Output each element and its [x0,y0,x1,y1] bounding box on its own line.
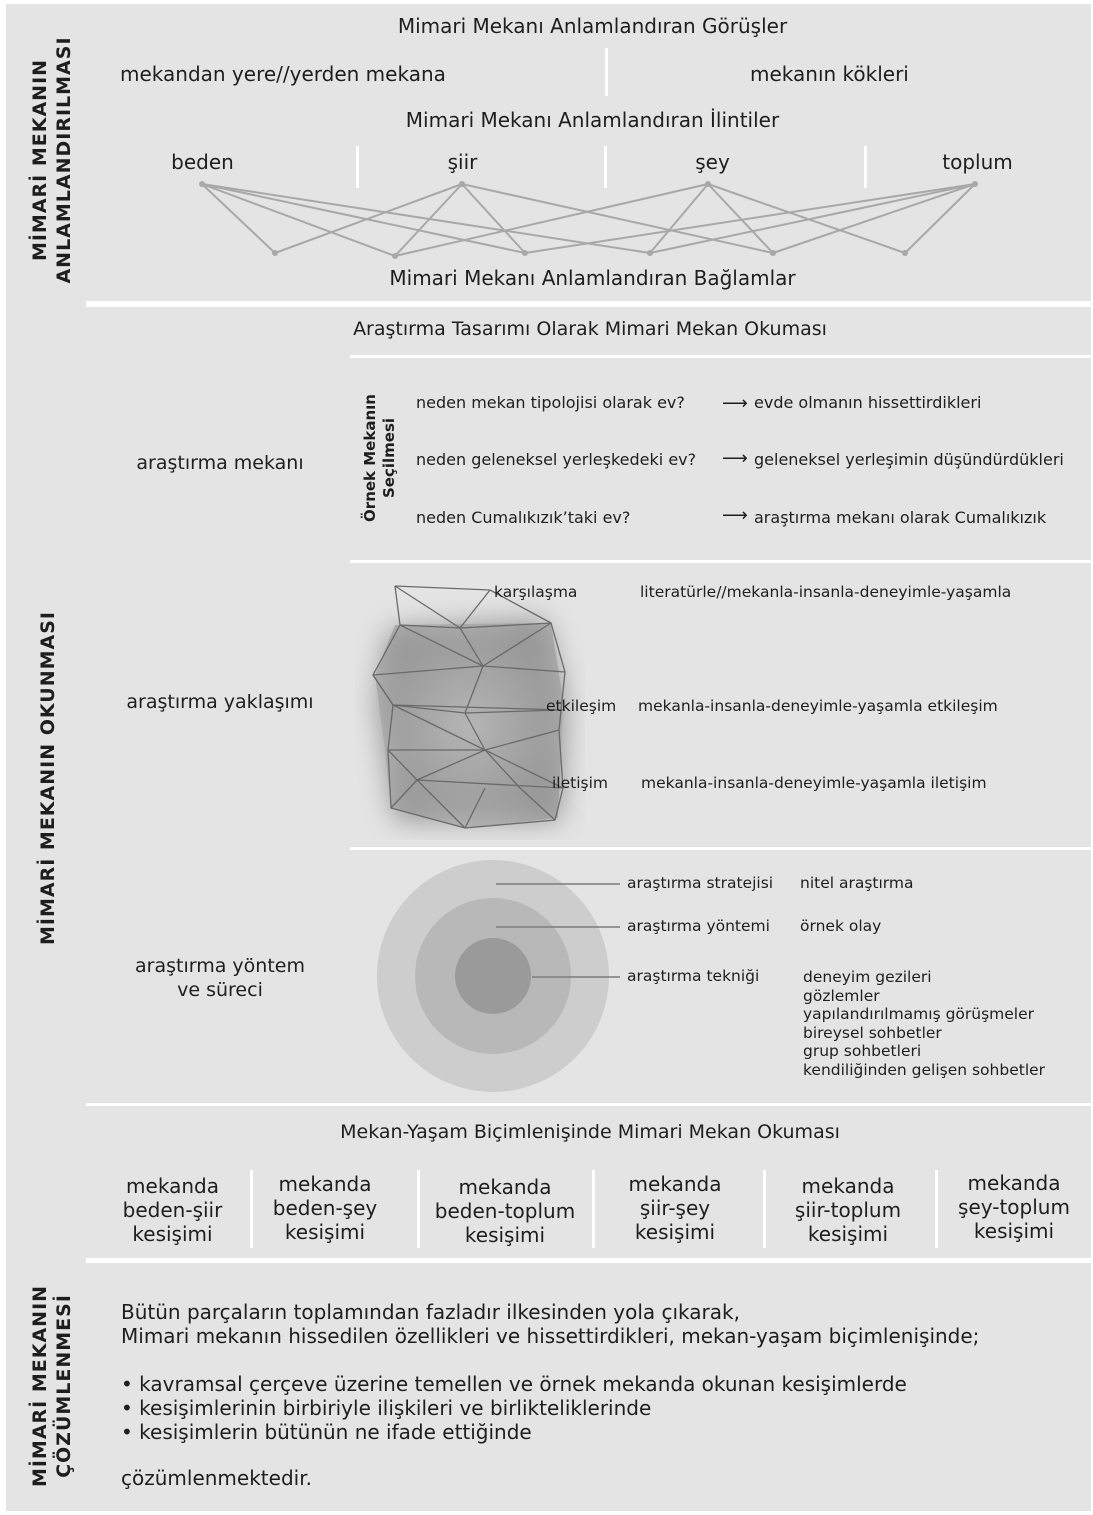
place-answer-3: araştırma mekanı olarak Cumalıkızık [754,508,1047,527]
solution-line-2: Mimari mekanın hissedilen özellikleri ve… [121,1324,980,1348]
divider-after-method [86,1103,1091,1106]
mesh-fill [375,623,563,828]
arrow-right-icon: ⟶ [722,393,748,414]
relation-divider-1 [356,146,359,188]
intersection-sey-toplum: mekanda şey-toplum kesişimi [958,1171,1070,1243]
divider-after-approach [350,847,1091,850]
intersection-beden-toplum: mekanda beden-toplum kesişimi [434,1175,576,1247]
circle-leader-lines [496,883,620,978]
intersection-divider-1 [250,1170,253,1248]
approach-label: araştırma yaklaşımı [126,691,314,713]
solution-ending: çözümlenmektedir. [121,1466,312,1490]
arrow-right-icon: ⟶ [722,505,748,526]
relations-title: Mimari Mekanı Anlamlandıran İlintiler [405,108,780,132]
approach-text-3: mekanla-insanla-deneyimle-yaşamla iletiş… [641,774,987,792]
technique-item: bireysel sohbetler [803,1023,942,1042]
approach-key-1: karşılaşma [494,583,578,601]
relations-network [199,181,978,259]
place-question-2: neden geleneksel yerleşkedeki ev? [416,450,697,469]
intersection-siir-sey: mekanda şiir-şey kesişimi [628,1172,722,1244]
intersection-divider-3 [592,1170,595,1248]
reading-title: Araştırma Tasarımı Olarak Mimari Mekan O… [353,318,827,340]
circle-inner [455,938,531,1014]
view-right: mekanın kökleri [750,62,909,86]
intersection-divider-2 [417,1170,420,1248]
method-approach-key: araştırma yöntemi [627,917,770,935]
solution-line-1: Bütün parçaların toplamından fazladır il… [121,1300,740,1324]
intersections-title: Mekan-Yaşam Biçimlenişinde Mimari Mekan … [340,1121,840,1143]
network-nodes [199,181,978,259]
view-left: mekandan yere//yerden mekana [120,62,446,86]
relation-divider-2 [604,146,607,188]
approach-key-2: etkileşim [546,697,617,715]
section-label-middle: MİMARİ MEKANIN OKUNMASI [37,611,59,945]
mesh-lines [372,585,566,829]
intersection-beden-sey: mekanda beden-şey kesişimi [272,1172,378,1244]
method-technique-key: araştırma tekniği [627,967,760,985]
technique-item: kendiliğinden gelişen sohbetler [803,1060,1046,1079]
divider-after-reading-title [350,355,1091,358]
bullet-icon: • [121,1420,140,1444]
method-technique-list: deneyim gezileri gözlemler yapılandırılm… [803,968,1045,1079]
approach-triangle-mesh [372,585,566,829]
network-lines [201,183,976,257]
bullet-icon: • [121,1372,140,1396]
place-question-1: neden mekan tipolojisi olarak ev? [416,393,685,412]
technique-item: gözlemler [803,986,880,1005]
solution-bullet: • kesişimlerinin birbiriyle ilişkileri v… [121,1396,652,1420]
technique-item: yapılandırılmamış görüşmeler [803,1005,1035,1023]
section-top-background [6,4,1091,301]
section-middle-gutter [6,301,86,1263]
technique-item: deneyim gezileri [803,968,932,986]
solution-text: Bütün parçaların toplamından fazladır il… [121,1300,979,1490]
technique-item: grup sohbetleri [803,1042,922,1060]
relation-divider-3 [864,146,867,188]
method-approach-value: örnek olay [800,917,882,935]
intersection-siir-toplum: mekanda şiir-toplum kesişimi [794,1174,902,1246]
method-label: araştırma yöntem ve süreci [135,955,305,1001]
views-title: Mimari Mekanı Anlamlandıran Görüşler [397,14,788,38]
intersection-divider-4 [763,1170,766,1248]
section-bottom-background [6,1263,1091,1511]
section-label-bottom: MİMARİ MEKANIN ÇÖZÜMLENMESİ [29,1284,75,1488]
solution-bullet: • kavramsal çerçeve üzerine temellen ve … [121,1372,907,1396]
relation-sey: şey [695,150,730,174]
arrow-right-icon: ⟶ [722,448,748,469]
method-concentric-circles [377,860,620,1092]
relation-toplum: toplum [942,150,1013,174]
place-answer-1: evde olmanın hissettirdikleri [754,393,982,412]
views-divider [605,48,608,96]
place-label: araştırma mekanı [136,452,304,474]
intersection-divider-5 [935,1170,938,1248]
solution-bullet: • kesişimlerin bütünün ne ifade ettiğind… [121,1420,532,1444]
bullet-icon: • [121,1396,140,1420]
sample-selection-label: Örnek Mekanın Seçilmesi [361,394,398,522]
place-question-3: neden Cumalıkızık’taki ev? [416,508,631,527]
method-strategy-key: araştırma stratejisi [627,874,774,892]
approach-text-1: literatürle//mekanla-insanla-deneyimle-y… [640,583,1012,601]
approach-text-2: mekanla-insanla-deneyimle-yaşamla etkile… [638,697,998,715]
relation-siir: şiir [447,150,478,174]
approach-key-3: iletişim [552,774,609,792]
divider-after-place [350,560,1091,563]
relation-beden: beden [171,150,234,174]
contexts-title: Mimari Mekanı Anlamlandıran Bağlamlar [389,266,796,290]
intersection-beden-siir: mekanda beden-şiir kesişimi [122,1174,223,1246]
method-strategy-value: nitel araştırma [800,874,914,892]
place-answer-2: geleneksel yerleşimin düşündürdükleri [754,450,1064,469]
